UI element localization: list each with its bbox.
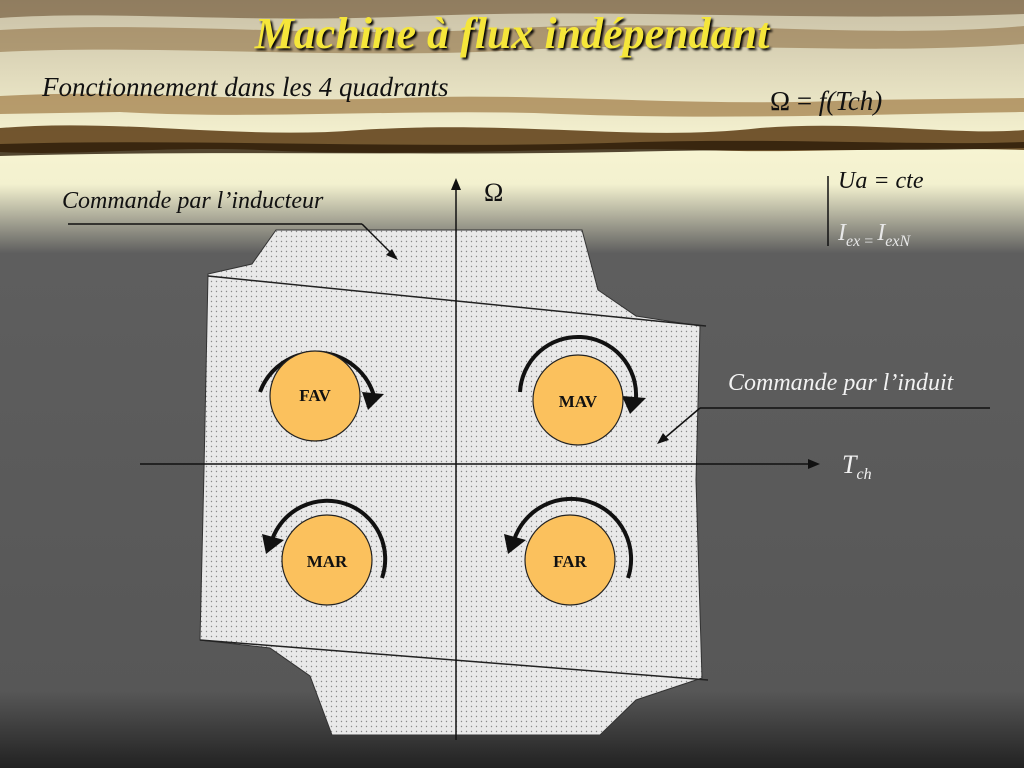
condition-iex-equals: =: [860, 232, 878, 250]
quadrant-label-far: FAR: [553, 552, 587, 571]
quadrant-circle-mav: [532, 354, 624, 446]
quadrant-label-fav: FAV: [299, 386, 331, 405]
rotation-arrow-mar: [262, 498, 388, 579]
label-inductor-control: Commande par l’inducteur: [62, 188, 324, 214]
formula-function: f(Tch): [818, 86, 883, 116]
axis-x-label: Tch: [842, 450, 872, 484]
formula-omega: Ω =: [770, 86, 819, 116]
header-decoration: [0, 0, 1024, 156]
quadrant-circle-mar: [281, 514, 373, 606]
condition-iex-b-sub: exN: [885, 232, 911, 250]
axis-x-label-sub: ch: [856, 466, 872, 484]
quadrant-label-mav: MAV: [558, 392, 598, 411]
label-armature-control: Commande par l’induit: [728, 370, 954, 396]
rotation-arrow-far: [504, 496, 634, 579]
quadrant-circle-fav: [269, 350, 361, 442]
quadrant-label-mar: MAR: [306, 552, 348, 571]
condition-iex-a-sub: ex: [846, 232, 861, 250]
slide-subtitle: Fonctionnement dans les 4 quadrants: [42, 72, 449, 102]
flux-weakening-line-top: [207, 275, 707, 327]
condition-iex-a: I: [838, 220, 846, 246]
leader-inductor: [68, 223, 398, 260]
axis-y-label: Ω: [484, 178, 504, 207]
quadrant-circle-far: [524, 514, 616, 606]
slide-title: Machine à flux indépendant: [254, 9, 770, 58]
formula: Ω = f(Tch): [770, 86, 882, 117]
condition-iex: Iex = IexN: [838, 220, 910, 251]
condition-iex-b: I: [877, 220, 886, 246]
condition-ua: Ua = cte: [838, 168, 924, 194]
axes: [140, 178, 820, 740]
flux-weakening-line-bottom: [199, 639, 709, 681]
axis-y-arrowhead: [451, 178, 461, 190]
leader-armature: [657, 407, 990, 444]
axis-x-arrowhead: [808, 459, 820, 469]
axis-x-label-main: T: [842, 450, 857, 479]
rotation-arrow-mav: [518, 334, 646, 414]
